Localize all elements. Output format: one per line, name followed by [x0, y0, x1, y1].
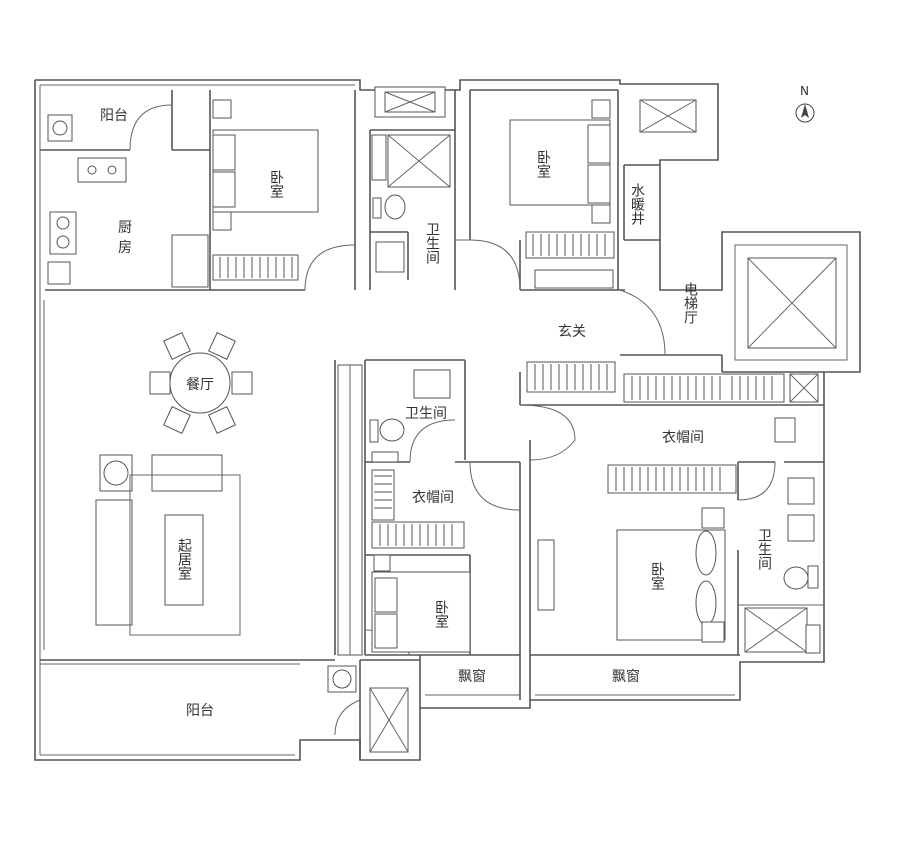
- label-closet-mid: 衣帽间: [412, 490, 454, 506]
- label-elevator-hall: 电梯厅: [682, 282, 698, 324]
- label-bay-window-right: 飘窗: [612, 668, 640, 685]
- north-compass: N: [795, 84, 815, 123]
- label-balcony-top: 阳台: [100, 108, 128, 124]
- label-bedroom-nw: 卧室: [268, 170, 284, 198]
- fixtures: [47, 86, 837, 753]
- label-living: 起居室: [176, 538, 192, 580]
- label-bay-window-left: 飘窗: [458, 668, 486, 685]
- label-balcony-bottom: 阳台: [186, 703, 214, 719]
- label-bedroom-ne: 卧室: [535, 150, 551, 178]
- compass-needle-icon: [801, 104, 809, 118]
- label-bath-mid: 卫生间: [405, 406, 447, 422]
- label-closet-master: 衣帽间: [662, 430, 704, 446]
- label-kitchen: 厨 房: [118, 220, 136, 256]
- label-shaft: 水暖井: [629, 183, 645, 226]
- room-labels: 阳台 厨 房 卧室 卫生间 卧室 水暖井 电梯厅 玄关 餐厅 起居室 卫生间 衣…: [100, 108, 772, 719]
- doors: [129, 104, 776, 736]
- label-bedroom-master: 卧室: [649, 562, 665, 590]
- label-kitchen-text-2: 房: [118, 240, 132, 256]
- label-kitchen-text: 厨: [118, 220, 132, 236]
- interior-walls: [40, 89, 848, 760]
- label-bath-master: 卫生间: [756, 528, 772, 571]
- label-entrance: 玄关: [558, 323, 586, 340]
- label-bedroom-small: 卧室: [433, 600, 449, 628]
- compass-north-label: N: [800, 84, 809, 98]
- label-dining: 餐厅: [186, 377, 214, 393]
- label-bath-top: 卫生间: [424, 222, 440, 265]
